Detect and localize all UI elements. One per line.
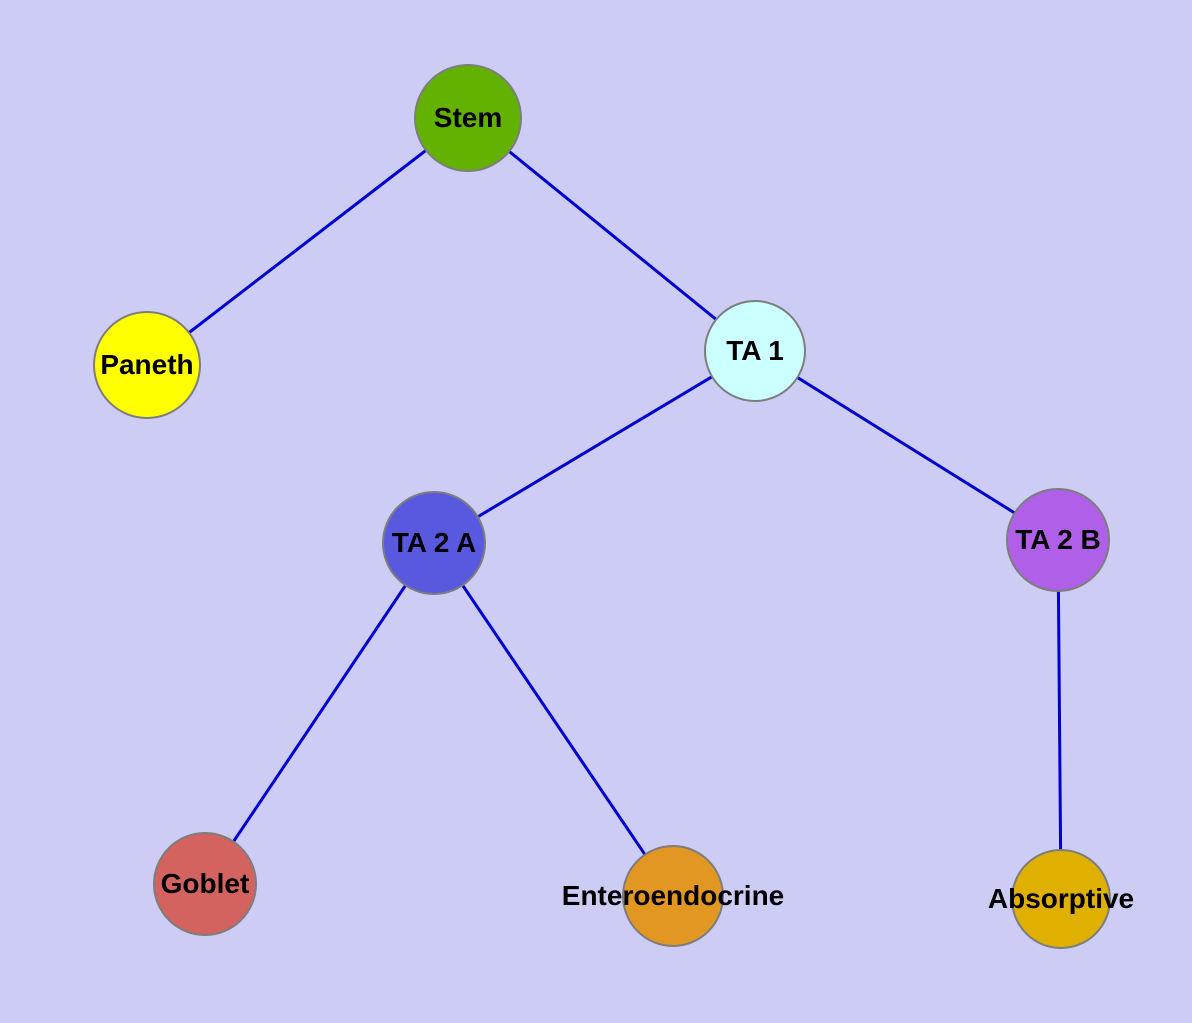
edge-ta-1-ta-2-b[interactable] <box>754 349 1059 542</box>
node-label-ta-1: TA 1 <box>726 335 784 366</box>
edge-stem-ta-1[interactable] <box>467 116 756 353</box>
node-label-goblet: Goblet <box>160 868 250 899</box>
node-goblet[interactable]: Goblet <box>153 832 257 936</box>
node-absorptive[interactable]: Absorptive <box>988 849 1134 949</box>
node-stem[interactable]: Stem <box>414 64 522 172</box>
node-label-paneth: Paneth <box>100 349 194 380</box>
node-ta-1[interactable]: TA 1 <box>704 300 806 402</box>
node-ta-2-b[interactable]: TA 2 B <box>1006 488 1110 592</box>
edge-ta-1-ta-2-a[interactable] <box>433 349 756 545</box>
node-enteroendocrine[interactable]: Enteroendocrine <box>562 845 784 947</box>
node-label-stem: Stem <box>433 102 503 133</box>
edge-ta-2-b-absorptive[interactable] <box>1056 539 1063 900</box>
node-ta-2-a[interactable]: TA 2 A <box>382 491 486 595</box>
edge-ta-2-a-enteroendocrine[interactable] <box>432 542 675 897</box>
node-label-ta-2-b: TA 2 B <box>1015 524 1101 555</box>
node-label-ta-2-a: TA 2 A <box>391 527 477 558</box>
edge-ta-2-a-goblet[interactable] <box>203 542 436 885</box>
edge-stem-paneth[interactable] <box>146 116 469 367</box>
node-paneth[interactable]: Paneth <box>93 311 201 419</box>
